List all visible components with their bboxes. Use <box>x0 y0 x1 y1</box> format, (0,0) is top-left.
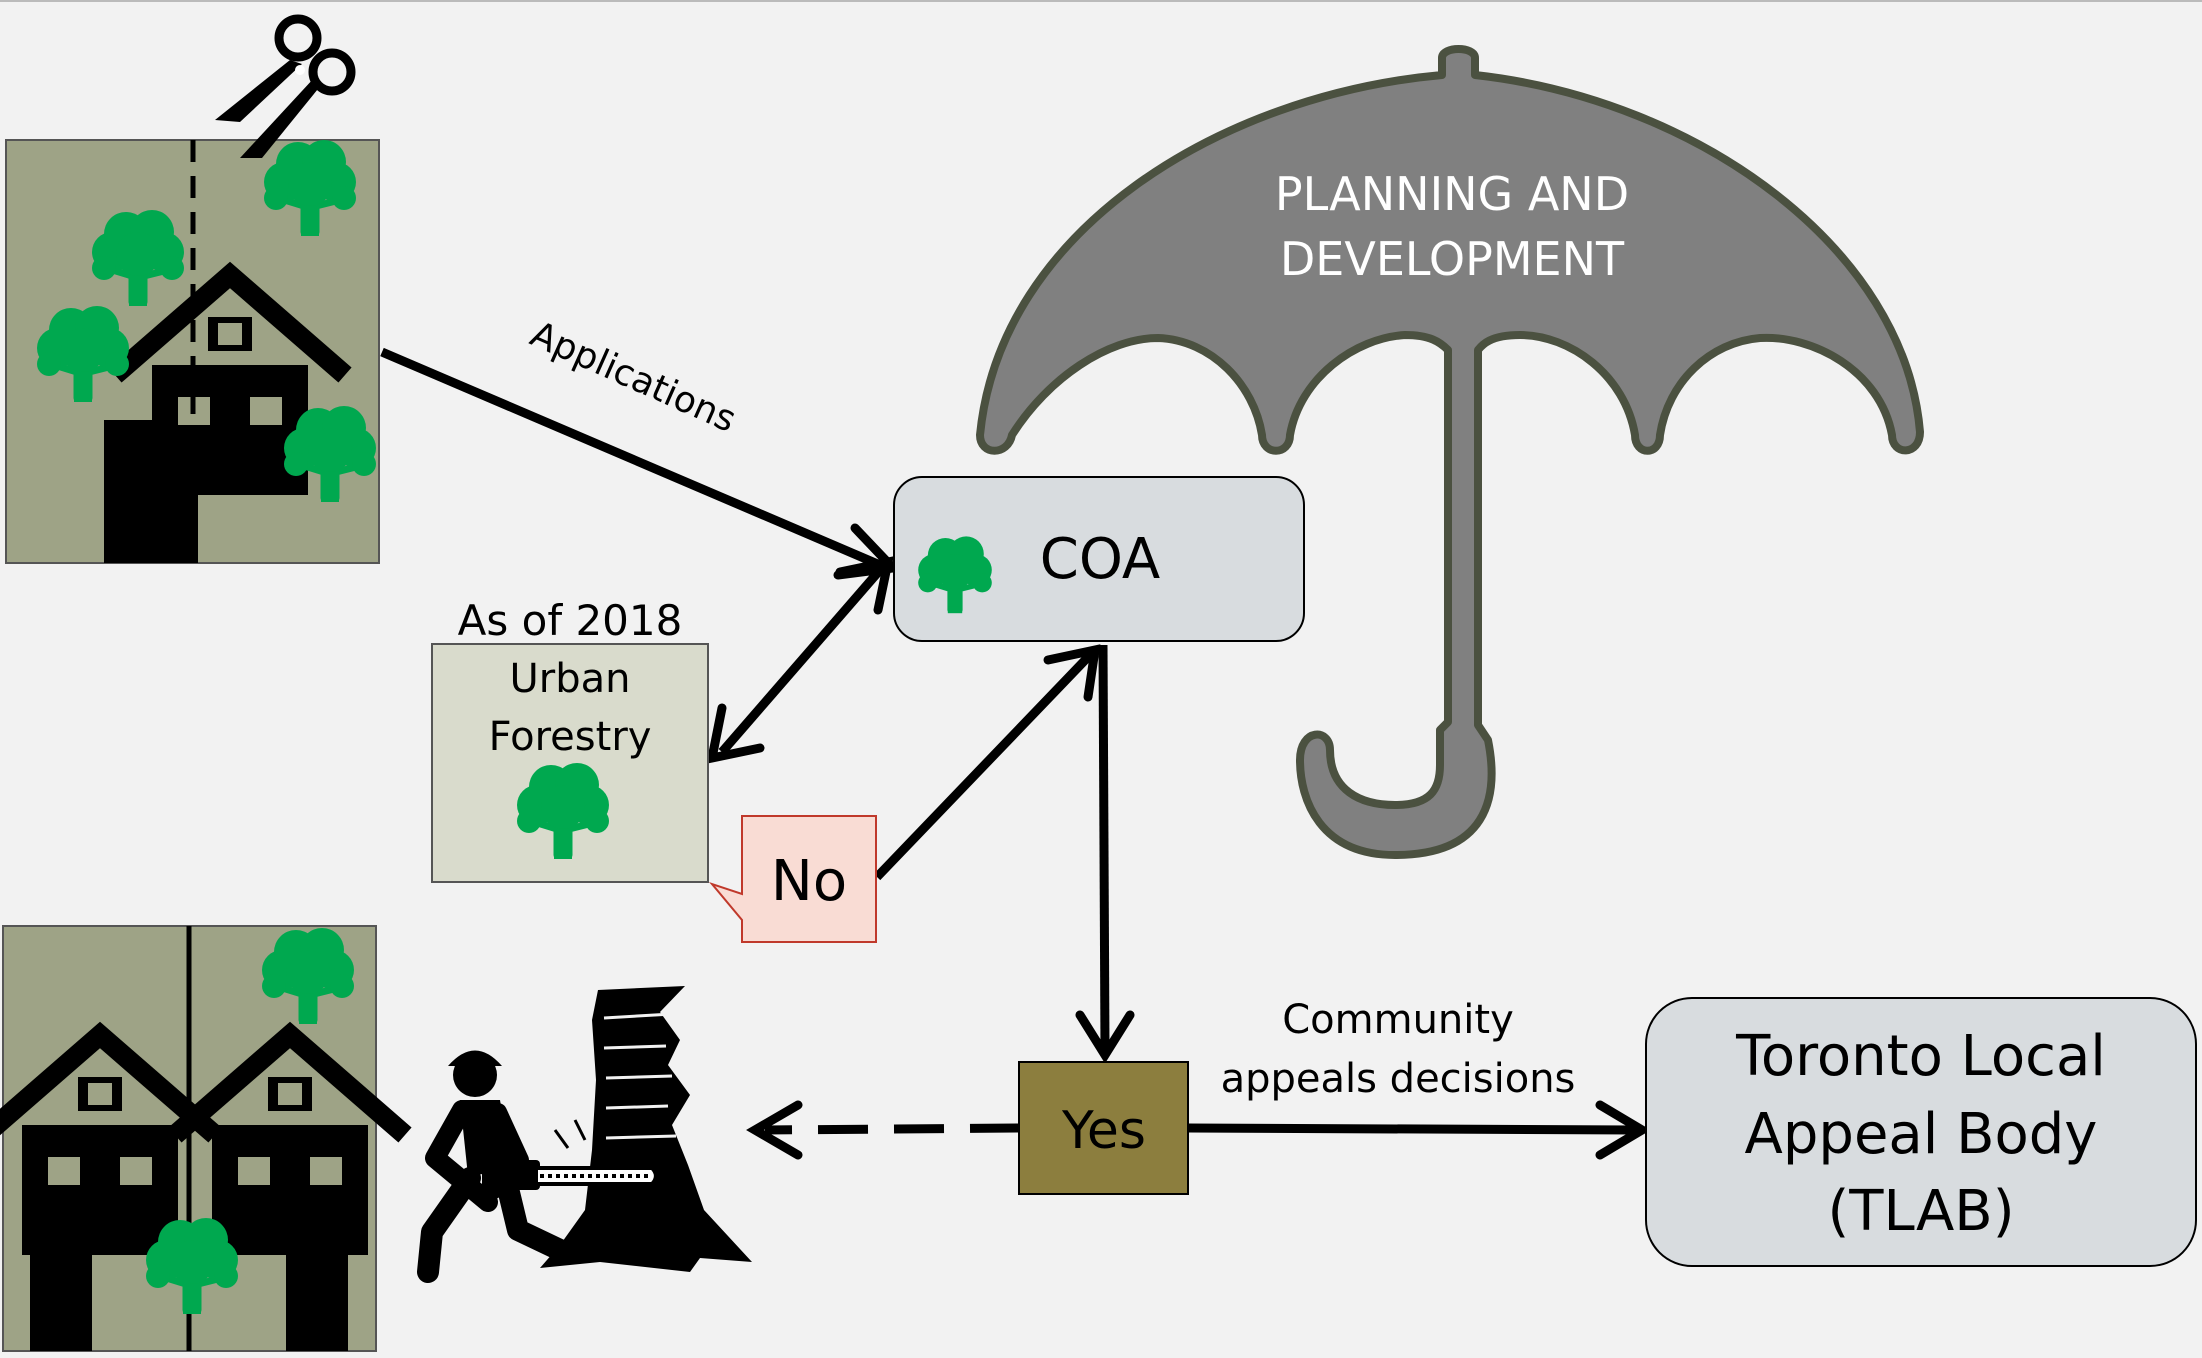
umbrella-title-line1: PLANNING AND <box>1275 167 1629 221</box>
umbrella-title-line2: DEVELOPMENT <box>1280 232 1625 286</box>
community-label-line1: Community <box>1282 997 1514 1043</box>
arrow-yes-to-tlab <box>1187 1100 1651 1160</box>
tlab-line2: Appeal Body <box>1745 1102 2098 1167</box>
coa-box: COA <box>893 476 1305 642</box>
arrow-yes-to-tree-cutting <box>746 1100 1021 1160</box>
urban-forestry-box: Urban Forestry <box>431 643 709 883</box>
no-callout: No <box>708 815 877 943</box>
urban-forestry-line1: Urban <box>510 656 631 702</box>
lot-before-icon <box>5 140 380 564</box>
no-label: No <box>771 849 847 914</box>
community-label-line2: appeals decisions <box>1221 1056 1576 1102</box>
urban-forestry-line2: Forestry <box>489 714 652 760</box>
applications-label: Applications <box>524 314 742 441</box>
yes-box: Yes <box>1018 1061 1189 1195</box>
scissors-icon <box>215 14 356 158</box>
tlab-line1: Toronto Local <box>1735 1024 2106 1089</box>
arrow-no-to-coa <box>873 644 1101 881</box>
coa-label: COA <box>1040 527 1161 592</box>
as-of-2018-label: As of 2018 <box>458 596 683 645</box>
yes-label: Yes <box>1061 1101 1146 1161</box>
tree-cutting-icon <box>417 986 752 1283</box>
arrow-coa-to-yes <box>1075 644 1135 1064</box>
tlab-line3: (TLAB) <box>1827 1179 2014 1244</box>
tlab-box: Toronto Local Appeal Body (TLAB) <box>1645 997 2197 1267</box>
lot-after-icon <box>0 926 405 1352</box>
umbrella-icon: PLANNING AND DEVELOPMENT <box>976 45 1924 859</box>
arrow-coa-to-urban-forestry <box>706 556 894 764</box>
